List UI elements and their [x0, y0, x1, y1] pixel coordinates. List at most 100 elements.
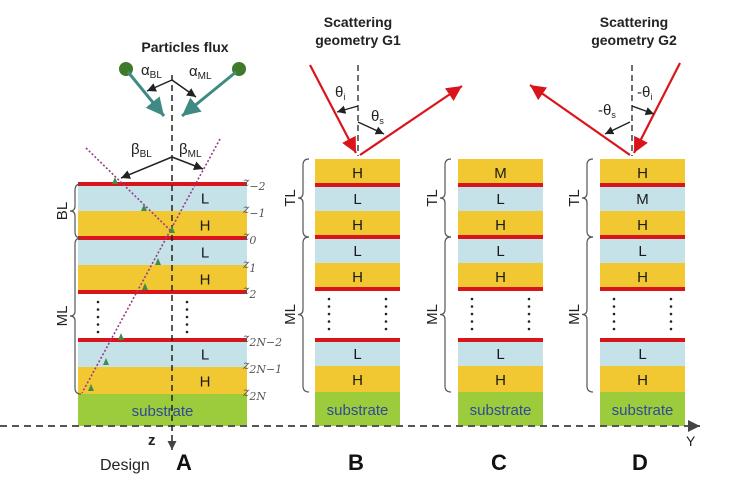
- panel-a-layer-H: [78, 265, 247, 292]
- neg-theta-i-label: -θi: [637, 84, 652, 102]
- ellipsis-dot: [470, 327, 474, 331]
- panel-d-tl-brace-label: TL: [566, 189, 583, 207]
- panel-c-tl-brace-label: TL: [424, 189, 441, 207]
- z-label: z1: [242, 257, 256, 275]
- panel-d-tl-brace: [581, 158, 594, 238]
- incident-beam-g1: [309, 64, 357, 154]
- bl-brace-label: BL: [54, 202, 71, 220]
- panel-b-tl-brace: [297, 158, 310, 238]
- panel-c-layer-label: L: [496, 346, 504, 363]
- panel-b-label: B: [348, 450, 364, 475]
- beta-ml-arrow: [171, 156, 204, 170]
- interface-line: [600, 183, 685, 187]
- panel-c-substrate: [458, 392, 543, 426]
- y-axis-label: Y: [686, 433, 696, 449]
- ellipsis-dot: [669, 320, 673, 323]
- panel-b-ml-brace: [297, 236, 310, 393]
- panel-c-layer-label: L: [496, 191, 504, 208]
- panel-d-annotations: Scattering geometry G2 -θi -θs D: [529, 14, 681, 475]
- panel-d-label: D: [632, 450, 648, 475]
- interface-line: [315, 338, 400, 342]
- ellipsis-dot: [384, 327, 388, 331]
- theta-i-arrow: [336, 105, 359, 114]
- ellipsis-dot: [327, 320, 331, 323]
- ellipsis-dot: [669, 312, 673, 316]
- panel-d-layer-L: [600, 340, 685, 366]
- panel-c-layer-label: M: [494, 165, 507, 182]
- interface-line: [78, 338, 247, 342]
- neg-theta-i-arrow: [631, 105, 655, 116]
- panel-d-layer-label: H: [637, 269, 648, 286]
- panel-b-ml-brace-label: ML: [282, 304, 299, 325]
- panel-d-title-line2: geometry G2: [591, 32, 677, 48]
- z-label: z2N: [242, 385, 266, 403]
- ellipsis-dot: [527, 312, 531, 316]
- panel-d-layer-label: M: [636, 191, 649, 208]
- panel-a-layer-label: L: [201, 191, 209, 208]
- panel-d-layer-H: [600, 211, 685, 237]
- alpha-ml-label: αML: [189, 63, 212, 82]
- panel-b-layer-H: [315, 366, 400, 392]
- ellipsis-dot: [470, 320, 474, 323]
- panel-d-layer-M: [600, 185, 685, 211]
- ellipsis-dot: [669, 327, 673, 331]
- panel-b-layer-label: H: [352, 165, 363, 182]
- panel-d-title-line1: Scattering: [600, 14, 668, 30]
- panel-b-layer-label: H: [352, 372, 363, 389]
- interface-line: [458, 183, 543, 187]
- panel-b-tl-brace-label: TL: [282, 189, 299, 207]
- panel-b-title-line2: geometry G1: [315, 32, 401, 48]
- panel-b-layer-L: [315, 340, 400, 366]
- theta-s-arrow: [357, 121, 385, 135]
- panel-a-layer-label: H: [200, 272, 211, 289]
- interface-line: [600, 235, 685, 239]
- panel-d-substrate-label: substrate: [612, 402, 674, 419]
- z-label: z2: [242, 283, 256, 301]
- ellipsis-dot: [669, 305, 673, 308]
- ellipsis-dot: [527, 320, 531, 323]
- bl-trajectory: [85, 147, 173, 233]
- interface-line: [600, 287, 685, 291]
- panel-a-layer-L: [78, 184, 247, 211]
- ml-brace-label: ML: [54, 306, 71, 327]
- panel-a-layer-H: [78, 211, 247, 238]
- ellipsis-dot: [185, 315, 189, 319]
- panel-b-layer-label: L: [353, 243, 361, 260]
- ellipsis-dot: [612, 320, 616, 323]
- ml-brace: [69, 237, 82, 395]
- ellipsis-dot: [327, 327, 331, 331]
- neg-theta-s-label: -θs: [598, 102, 616, 120]
- interface-line: [78, 290, 247, 294]
- interface-line: [78, 182, 247, 186]
- panel-a-layer-H: [78, 367, 247, 394]
- panel-c-layer-label: H: [495, 217, 506, 234]
- panel-d-layer-L: [600, 237, 685, 263]
- interface-line: [315, 183, 400, 187]
- scattered-beam-g1: [359, 85, 463, 156]
- ellipsis-dot: [327, 305, 331, 308]
- panel-c-layer-L: [458, 237, 543, 263]
- ellipsis-dot: [96, 315, 100, 319]
- panel-b-title-line1: Scattering: [324, 14, 392, 30]
- panel-b-substrate: [315, 392, 400, 426]
- panel-c-label: C: [491, 450, 507, 475]
- ellipsis-dot: [384, 305, 388, 308]
- ellipsis-dot: [527, 305, 531, 308]
- panel-c-layer-M: [458, 159, 543, 185]
- panel-a-annotations: Particles flux αBL αML βBL βML: [81, 39, 246, 475]
- panel-b-layer-L: [315, 185, 400, 211]
- interface-line: [78, 236, 247, 240]
- incident-beam-g2: [633, 62, 681, 154]
- panel-a-layer-label: H: [200, 218, 211, 235]
- panel-c-layer-H: [458, 366, 543, 392]
- ellipsis-dot: [327, 312, 331, 316]
- ellipsis-dot: [384, 297, 388, 301]
- panel-d-substrate: [600, 392, 685, 426]
- panel-a-layer-label: L: [201, 245, 209, 262]
- ellipsis-dot: [612, 327, 616, 331]
- panel-c-ml-brace: [439, 236, 452, 393]
